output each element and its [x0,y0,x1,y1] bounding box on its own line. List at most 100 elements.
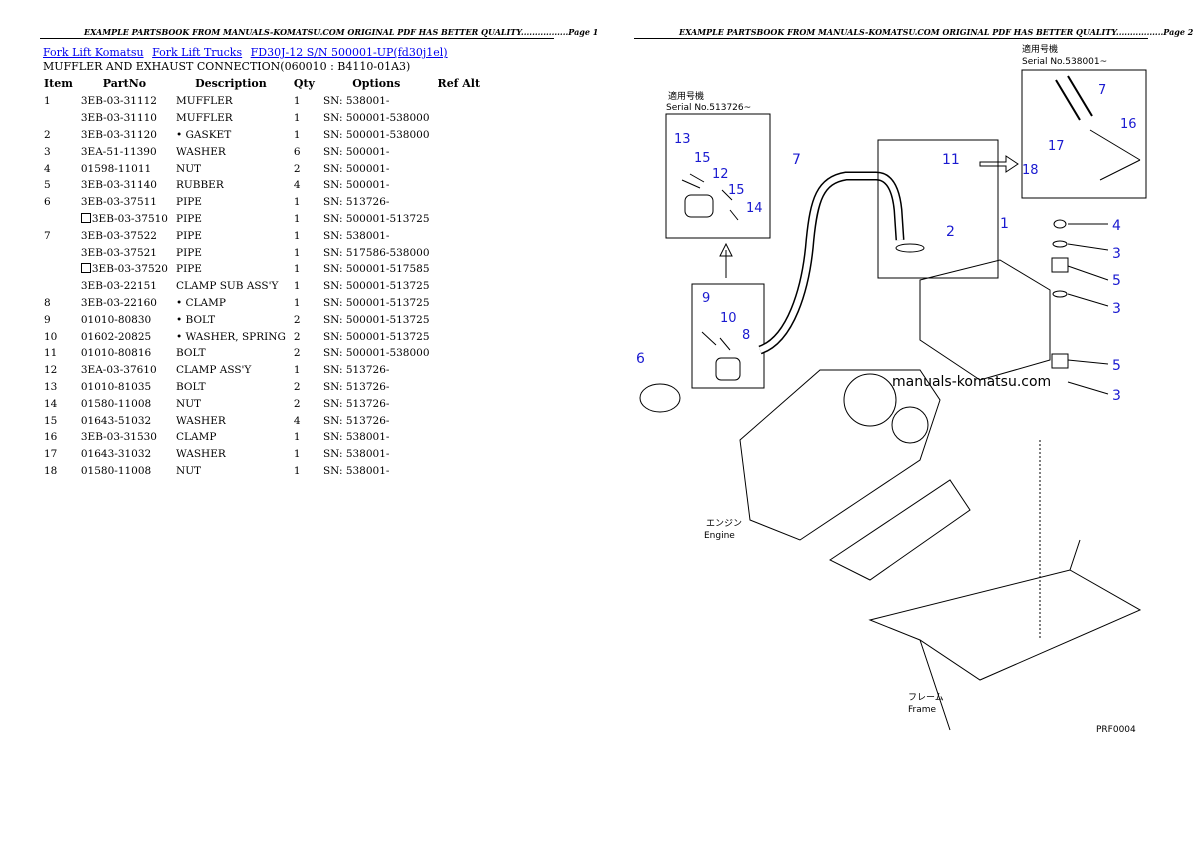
inset3-serial-label: Serial No.538001~ [1022,57,1107,67]
cell-item [40,278,77,295]
frame-structure: フレーム Frame [829,440,1142,731]
callout-5a: 5 [1112,273,1121,289]
cell-options: SN: 500001-513725 [322,212,430,225]
cell-description: • BOLT [176,313,216,326]
callout-16: 16 [1120,117,1137,132]
arrow-right-icon [979,155,1019,173]
callout-3a: 3 [1112,246,1121,262]
callout-18: 18 [1022,163,1039,178]
cell-refalt [434,362,485,379]
cell-options: SN: 538001- [322,464,390,477]
cell-options: SN: 500001-513725 [322,296,430,309]
cell-description: PIPE [176,212,202,225]
cell-partno: 3EB-03-31110 [80,112,157,125]
callout-7b: 7 [1098,83,1106,98]
cell-item: 16 [44,431,58,444]
cell-partno: 3EB-03-37521 [80,246,157,259]
cell-options: SN: 500001-538000 [322,112,430,125]
cell-qty: 2 [293,313,301,326]
cell-item: 1 [44,95,51,108]
cell-description: NUT [176,162,202,175]
cell-refalt [434,211,485,228]
callout-15b: 15 [728,183,745,198]
breadcrumb-link-model[interactable]: FD30J-12 S/N 500001-UP(fd30j1el) [250,46,448,59]
cell-qty: 2 [293,162,301,175]
inset-old-clamp: 9 10 8 [691,283,765,389]
header-divider-left [40,38,554,39]
cell-description: WASHER [176,145,226,158]
cell-partno: 01598-11011 [80,162,152,175]
cell-refalt [434,412,485,429]
callout-3c: 3 [1112,388,1121,404]
cell-item: 17 [44,448,58,461]
callout-15a: 15 [694,151,711,166]
cell-refalt [434,127,485,144]
cell-qty: 1 [293,431,301,444]
callout-9: 9 [702,291,710,306]
cell-qty: 2 [293,330,301,343]
cell-partno: 3EB-03-31530 [80,431,157,444]
callout-10: 10 [720,311,737,326]
engine-label: Engine [704,531,735,541]
header-divider-right [634,38,1148,39]
cell-item: 14 [44,397,58,410]
col-header-qty: Qty [293,77,315,90]
cell-item: 5 [44,179,51,192]
cell-qty: 4 [293,179,301,192]
cell-description: • WASHER, SPRING [176,330,286,343]
callout-13: 13 [674,132,691,147]
cell-item: 12 [44,364,58,377]
cell-options: SN: 538001- [322,229,390,242]
cell-item: 10 [44,330,58,343]
callout-4: 4 [1112,218,1121,234]
cell-item: 6 [44,196,51,209]
breadcrumb-link-brand[interactable]: Fork Lift Komatsu [43,46,144,59]
cell-description: PIPE [176,263,202,276]
cell-refalt [434,143,485,160]
arrow-up-icon [719,242,733,278]
cell-options: SN: 513726- [322,397,390,410]
col-header-description: Description [195,77,267,90]
callout-2: 2 [946,224,955,240]
cell-partno: 01010-80816 [80,347,152,360]
cell-qty: 6 [293,145,301,158]
figure-id: PRF0004 [1096,725,1136,735]
cell-refalt [434,311,485,328]
cell-options: SN: 538001- [322,448,390,461]
cell-item: 8 [44,296,51,309]
cell-qty: 1 [293,296,301,309]
callout-7a: 7 [792,152,801,168]
breadcrumb-link-category[interactable]: Fork Lift Trucks [152,46,243,59]
cell-refalt [434,328,485,345]
cell-description: • GASKET [176,128,232,141]
cell-options: SN: 500001-538000 [322,347,430,360]
cell-qty: 1 [293,112,301,125]
cell-refalt [434,227,485,244]
cell-item: 3 [44,145,51,158]
cell-options: SN: 513726- [322,196,390,209]
watermark-text: manuals-komatsu.com [892,374,1051,390]
cell-refalt [434,278,485,295]
cell-refalt [434,93,485,110]
table-header-row: Item PartNo Description Qty Options Ref … [40,76,484,93]
mounting-stack: 4 3 5 3 5 3 [1051,218,1121,404]
cell-description: CLAMP ASS'Y [176,364,252,377]
engine-block: エンジン Engine [704,369,941,541]
callout-5b: 5 [1112,358,1121,374]
cell-description: NUT [176,397,202,410]
cell-qty: 1 [293,280,301,293]
cell-partno: 3EB-03-31140 [80,179,157,192]
callout-1: 1 [1000,216,1009,232]
col-header-refalt: Ref Alt [437,77,481,90]
exploded-parts-diagram: 適用号機 Serial No.513726~ 13 15 12 15 14 9 … [636,43,1147,735]
checkbox-marker-icon [80,263,91,274]
cell-item: 2 [44,128,51,141]
